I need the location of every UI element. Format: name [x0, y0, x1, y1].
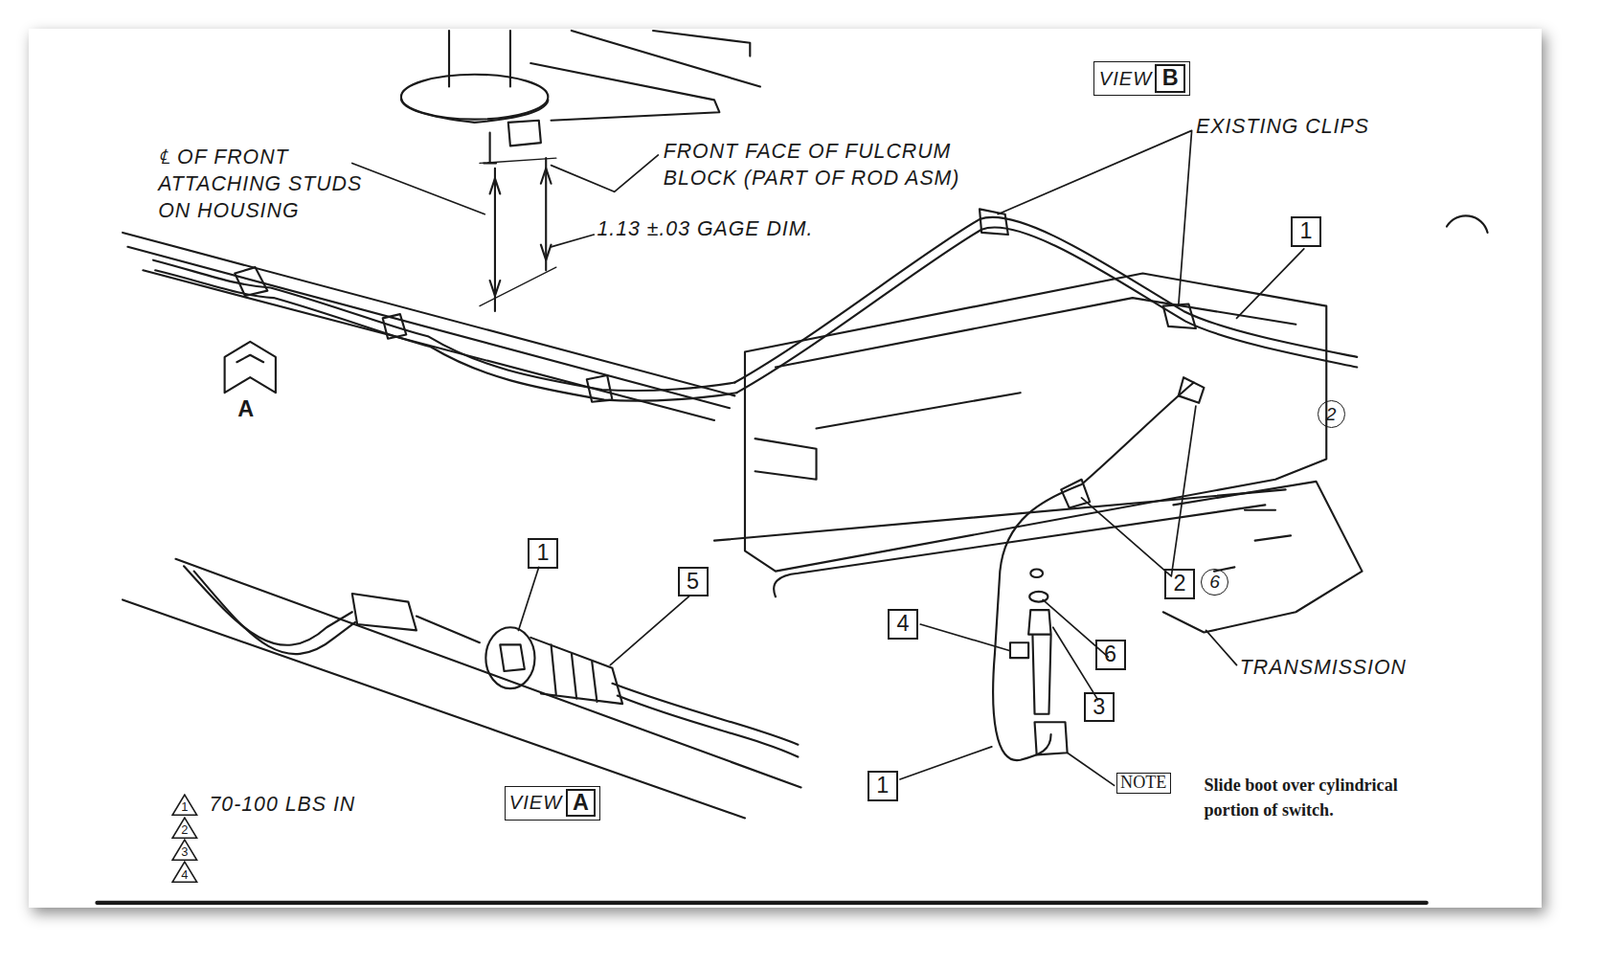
- annotation-label: FRONT FACE OF FULCRUM BLOCK (PART OF ROD…: [663, 138, 1011, 192]
- node-text: 2: [1173, 571, 1187, 597]
- harness: [734, 208, 1357, 393]
- note-box: NOTE: [1116, 772, 1172, 794]
- annotation-label: 70-100 LBS IN: [209, 791, 455, 819]
- annotation-label: A: [237, 394, 279, 424]
- node-text: NOTE: [1120, 772, 1167, 792]
- callout-number: 1: [527, 538, 559, 569]
- node-text: 2: [1326, 404, 1337, 425]
- node-text: 4: [897, 611, 910, 637]
- annotation-label: EXISTING CLIPS: [1195, 113, 1462, 141]
- view-arrow: [225, 341, 276, 393]
- leader-lines: [352, 130, 1305, 786]
- transmission: [714, 273, 1363, 633]
- switch-harness: [992, 377, 1204, 761]
- circled-callout: 2: [1317, 400, 1346, 429]
- note-text: Slide boot over cylindrical portion of s…: [1204, 772, 1409, 823]
- node-text: 1: [537, 540, 550, 566]
- callout-number: 2: [1164, 568, 1195, 600]
- rule-line: [96, 901, 1426, 905]
- frame-rail: [122, 232, 737, 421]
- torque-triangle: 1: [171, 793, 199, 816]
- node-text: 5: [686, 569, 699, 595]
- view-a-illustration: [122, 559, 801, 819]
- annotation-label: TRANSMISSION: [1239, 654, 1486, 682]
- callout-number: 1: [1290, 216, 1322, 248]
- annotation-label: ℄ OF FRONT ATTACHING STUDS ON HOUSING: [157, 144, 378, 225]
- torque-triangle: 3: [171, 838, 199, 861]
- callout-number: 3: [1083, 692, 1115, 723]
- node-text: 3: [180, 845, 188, 859]
- callout-number: 5: [677, 566, 709, 598]
- callout-number: 4: [887, 608, 919, 640]
- node-text: 1: [876, 773, 889, 799]
- node-text: 4: [180, 868, 188, 882]
- callout-number: 1: [867, 770, 899, 802]
- node-text: B: [1162, 66, 1179, 91]
- view-label: VIEW A: [504, 786, 602, 821]
- gage-dimension: [479, 157, 557, 312]
- torque-triangle: 2: [171, 816, 199, 839]
- view-letter-box: B: [1154, 64, 1186, 93]
- node-text: VIEW: [509, 791, 564, 813]
- annotation-label: 1.13 ±.03 GAGE DIM.: [596, 216, 903, 244]
- node-text: 1: [180, 800, 188, 814]
- node-text: 1: [1300, 219, 1313, 245]
- callout-number: 6: [1095, 639, 1127, 671]
- node-text: 2: [180, 823, 188, 837]
- node-text: 6: [1209, 571, 1220, 592]
- node-text: A: [572, 790, 589, 816]
- view-letter-box: A: [565, 788, 597, 818]
- punch-hole: [1446, 215, 1488, 233]
- view-label: VIEW B: [1093, 61, 1191, 96]
- torque-triangle: 4: [171, 860, 199, 883]
- node-text: VIEW: [1099, 67, 1153, 90]
- node-text: 6: [1104, 642, 1117, 668]
- node-text: 3: [1092, 695, 1105, 721]
